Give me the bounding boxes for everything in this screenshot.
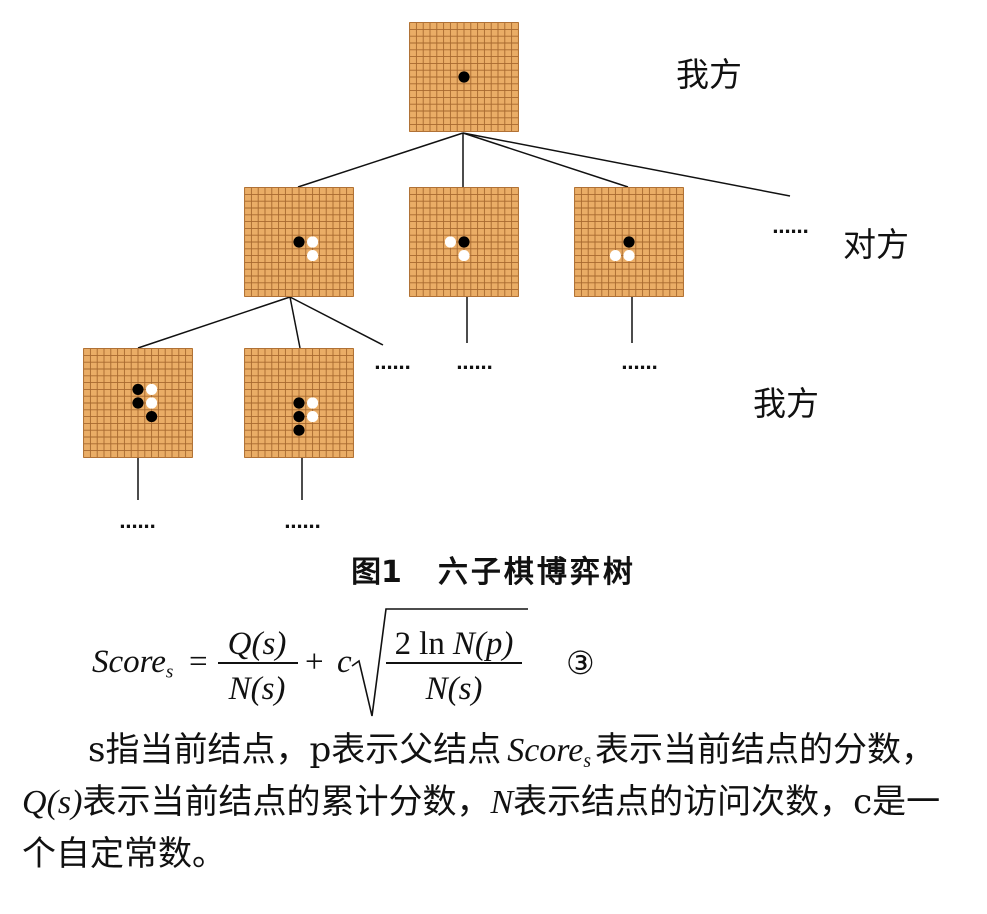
player-label-level3: 我方 xyxy=(753,384,819,423)
game-board-level3-1 xyxy=(83,348,193,458)
paragraph-line-1-var-subscript: s xyxy=(583,749,592,772)
white-stone xyxy=(307,411,319,423)
continuation-marker: ...... xyxy=(621,353,658,374)
figure-caption: 图1 六子棋博弈树 xyxy=(0,553,987,593)
game-board-level3-2 xyxy=(244,348,354,458)
continuation-marker: ...... xyxy=(119,512,156,533)
game-board-root xyxy=(409,22,519,132)
white-stone xyxy=(146,383,158,395)
formula-term2-fraction-bar xyxy=(386,662,522,664)
paragraph-line-1-var: Score xyxy=(507,732,584,769)
formula-term2-num-coef: 2 xyxy=(394,626,412,662)
formula-lhs-subscript: s xyxy=(165,661,174,683)
black-stone xyxy=(293,411,305,423)
black-stone xyxy=(293,236,305,248)
paragraph-line-3: 个自定常数。 xyxy=(22,828,226,880)
tree-edge xyxy=(297,132,464,188)
white-stone xyxy=(307,236,319,248)
tree-edge xyxy=(462,132,791,197)
tree-edge xyxy=(289,296,384,346)
black-stone xyxy=(623,236,635,248)
figure-caption-title: 六子棋博弈树 xyxy=(437,555,636,590)
paragraph-line-2-var: N xyxy=(490,784,514,821)
game-board-level2-2 xyxy=(409,187,519,297)
formula-term1-fraction-bar xyxy=(218,662,298,664)
black-stone xyxy=(293,424,305,436)
formula-term2-num-arg: (p) xyxy=(474,626,514,662)
paragraph-line-2-text-b: 表示结点的访问次数，c是一 xyxy=(513,782,941,822)
white-stone xyxy=(623,250,635,262)
black-stone xyxy=(132,397,144,409)
formula-term1-num-fn: Q xyxy=(227,626,252,662)
formula-term2-denominator: N(s) xyxy=(384,669,524,709)
game-board-level2-1 xyxy=(244,187,354,297)
formula-term2-den-arg: (s) xyxy=(447,671,483,707)
formula-plus: + xyxy=(305,644,324,680)
formula-term1-numerator: Q(s) xyxy=(214,624,300,664)
formula-term1-denominator: N(s) xyxy=(214,669,300,709)
continuation-marker: ...... xyxy=(284,512,321,533)
formula-term1-den-arg: (s) xyxy=(250,671,286,707)
formula-lhs-var: Score xyxy=(92,644,166,680)
formula-term1-num-arg: (s) xyxy=(251,626,287,662)
game-tree-figure: 我方 对方 我方 ...... ...... ...... ...... ...… xyxy=(0,22,987,593)
paragraph-line-2: Q(s)表示当前结点的累计分数，N表示结点的访问次数，c是一 xyxy=(22,776,940,829)
formula-constant: c xyxy=(337,644,352,680)
radical-stroke xyxy=(351,608,528,717)
white-stone xyxy=(444,236,456,248)
black-stone xyxy=(458,236,470,248)
game-board-level2-3 xyxy=(574,187,684,297)
white-stone xyxy=(609,250,621,262)
tree-edge xyxy=(462,132,629,188)
black-stone xyxy=(293,397,305,409)
formula-radical-sign xyxy=(351,608,528,717)
continuation-marker: ...... xyxy=(374,353,411,374)
formula-lhs: Scores xyxy=(92,642,173,693)
continuation-marker: ...... xyxy=(456,353,493,374)
paragraph-line-2-text-a: 表示当前结点的累计分数， xyxy=(82,782,491,822)
white-stone xyxy=(458,250,470,262)
black-stone xyxy=(132,383,144,395)
black-stone xyxy=(458,71,470,83)
formula-term2-den-fn: N xyxy=(425,671,448,707)
paragraph-line-3-text: 个自定常数。 xyxy=(22,834,226,874)
black-stone xyxy=(146,411,158,423)
white-stone xyxy=(307,397,319,409)
formula-equals: = xyxy=(189,644,208,680)
tree-edge xyxy=(137,296,291,349)
white-stone xyxy=(307,250,319,262)
figure-caption-label: 图1 xyxy=(351,555,402,590)
tree-edges xyxy=(137,132,791,500)
formula-term1-den-fn: N xyxy=(228,671,251,707)
white-stone xyxy=(146,397,158,409)
paragraph-line-1-text-a: s指当前结点，p表示父结点 xyxy=(88,730,502,770)
tree-edge xyxy=(289,296,301,349)
paragraph-line-2-arg: (s) xyxy=(46,784,83,821)
player-label-level2: 对方 xyxy=(843,225,909,264)
paragraph-line-1-text-b: 表示当前结点的分数， xyxy=(595,730,936,770)
equation-number: ③ xyxy=(566,644,595,682)
formula-term2-num-func: ln xyxy=(419,626,445,662)
paragraph-line-2-fn: Q xyxy=(22,784,47,821)
continuation-marker: ...... xyxy=(772,217,809,238)
formula-term2-num-fn: N xyxy=(452,626,475,662)
player-label-level1: 我方 xyxy=(676,55,742,94)
